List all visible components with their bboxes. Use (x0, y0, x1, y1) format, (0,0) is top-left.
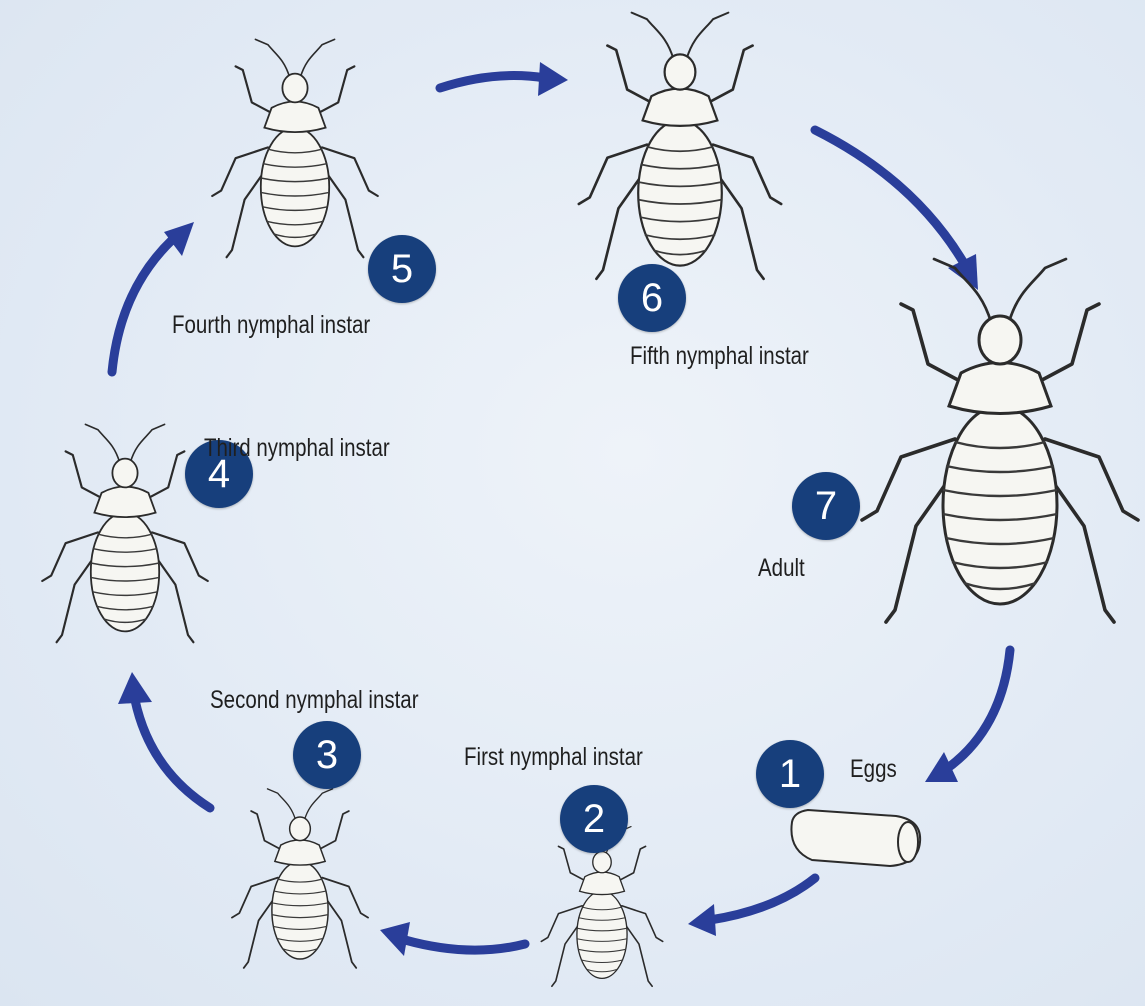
stage-6-label: Fifth nymphal instar (630, 344, 809, 369)
arrow-7-to-1 (945, 650, 1010, 770)
arrow-3-to-4 (135, 700, 210, 808)
stage-3-label: Second nymphal instar (210, 688, 419, 713)
fifth-instar-illustration (579, 13, 781, 279)
egg-illustration (791, 810, 920, 866)
stage-1-label: Eggs (850, 757, 897, 782)
stage-1-badge: 1 (756, 740, 824, 808)
third-instar-illustration (42, 424, 208, 642)
stage-4-label: Third nymphal instar (204, 436, 390, 461)
second-instar-illustration (232, 789, 368, 968)
stage-5-badge: 5 (368, 235, 436, 303)
arrow-5-to-6 (440, 76, 545, 88)
stage-2-badge: 2 (560, 785, 628, 853)
stage-7-badge: 7 (792, 472, 860, 540)
stage-3-badge: 3 (293, 721, 361, 789)
arrow-6-to-7 (815, 130, 965, 265)
stage-5-label: Fourth nymphal instar (172, 313, 370, 338)
arrow-2-to-3 (405, 940, 525, 950)
adult-illustration (862, 259, 1138, 622)
arrow-1-to-2 (710, 878, 815, 920)
stage-6-badge: 6 (618, 264, 686, 332)
stage-7-label: Adult (758, 556, 805, 581)
arrow-4-to-5 (112, 240, 172, 372)
stage-2-label: First nymphal instar (464, 745, 643, 770)
fourth-instar-illustration (212, 39, 378, 257)
